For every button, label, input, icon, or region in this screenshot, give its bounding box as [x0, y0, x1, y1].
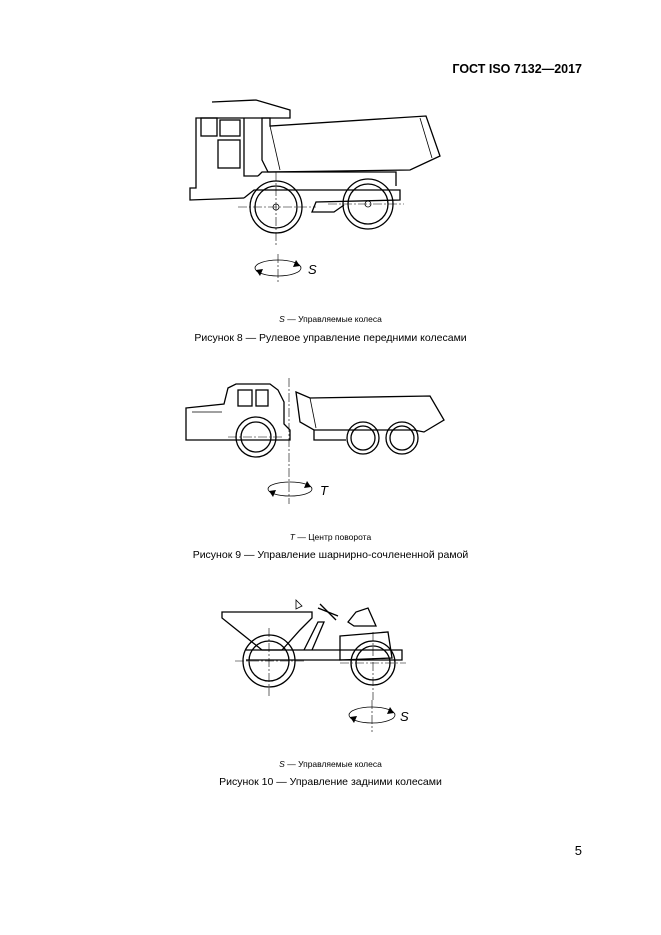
articulated-dump-truck-illustration: [185, 378, 445, 504]
legend-text: — Управляемые колеса: [287, 314, 382, 324]
steering-rotation-symbol: [348, 700, 396, 732]
legend-symbol: T: [289, 532, 295, 542]
page-number: 5: [574, 843, 582, 858]
figure-10-caption: Рисунок 10 — Управление задними колесами: [219, 776, 442, 788]
figure-symbol: S: [400, 709, 409, 724]
rigid-dump-truck-illustration: [189, 99, 441, 246]
legend-text: — Управляемые колеса: [287, 759, 382, 769]
figure-10-legend: S — Управляемые колеса: [0, 759, 661, 769]
figure-8-drawing: S: [0, 90, 661, 290]
figure-9-legend: T — Центр поворота: [0, 532, 661, 542]
figure-symbol: S: [308, 262, 317, 277]
figure-9-caption: Рисунок 9 — Управление шарнирно-сочленен…: [192, 549, 469, 561]
figure-9-drawing: T: [0, 374, 661, 504]
legend-symbol: S: [279, 759, 285, 769]
site-dumper-illustration: [221, 599, 406, 700]
legend-text: — Центр поворота: [297, 532, 372, 542]
legend-symbol: S: [279, 314, 285, 324]
steering-rotation-symbol: [254, 254, 302, 282]
articulation-rotation-symbol: [267, 481, 313, 497]
document-header: ГОСТ ISO 7132—2017: [452, 62, 582, 76]
figure-8-legend: S — Управляемые колеса: [0, 314, 661, 324]
figure-symbol: T: [320, 483, 329, 498]
figure-10-drawing: S: [0, 594, 661, 744]
figure-8-caption: Рисунок 8 — Рулевое управление передними…: [194, 332, 467, 344]
